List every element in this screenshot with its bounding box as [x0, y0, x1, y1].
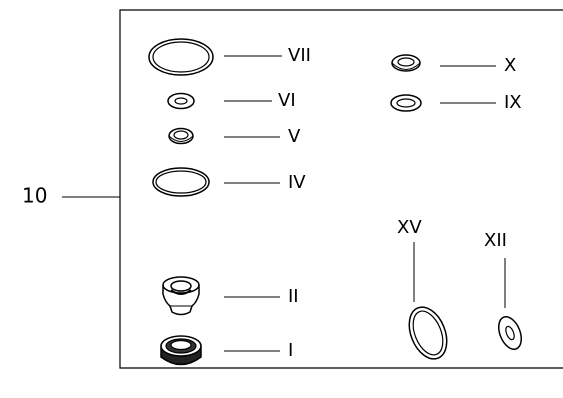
bushing-ii-icon	[162, 285, 200, 316]
oring-ix-icon	[390, 94, 422, 112]
washer-x-edge	[391, 62, 421, 70]
ring-vii-icon	[148, 38, 214, 76]
label-v: V	[288, 126, 301, 147]
label-ix: IX	[504, 92, 522, 113]
washer-v-inner	[173, 130, 189, 140]
part-v: V	[168, 126, 301, 147]
part-iv: IV	[152, 167, 306, 197]
washer-v-edge	[168, 135, 194, 142]
label-iv: IV	[288, 172, 306, 193]
label-xii: XII	[484, 230, 507, 251]
bushing-ii-bore	[170, 280, 192, 292]
frame-box	[119, 9, 563, 369]
oring-ix-inner	[396, 98, 416, 108]
ring-xv-inner	[412, 310, 444, 356]
part-i: I	[160, 335, 293, 366]
oring-vi-icon	[167, 92, 195, 110]
ring-xv-icon	[408, 306, 448, 360]
label-vi: VI	[278, 90, 296, 111]
part-vii: VII	[148, 38, 311, 76]
part-xii: XII	[484, 230, 522, 350]
part-ix: IX	[390, 92, 522, 113]
part-x: X	[391, 54, 516, 76]
label-i: I	[288, 340, 293, 361]
label-vii: VII	[288, 45, 311, 66]
washer-x-inner	[397, 57, 415, 67]
part-vi: VI	[167, 90, 296, 111]
ring-iv-icon	[152, 167, 210, 197]
washer-xii-icon	[498, 316, 522, 350]
seal-i-bore	[170, 339, 192, 351]
part-xv: XV	[397, 217, 448, 360]
label-ii: II	[288, 286, 299, 307]
bushing-ii-bore-shadow	[170, 289, 192, 295]
label-x: X	[504, 55, 516, 76]
ring-vii-inner	[152, 41, 210, 73]
washer-xii-inner	[505, 325, 515, 341]
assembly-label: 10	[22, 184, 47, 208]
ring-iv-inner	[155, 170, 207, 194]
oring-vi-inner	[174, 97, 188, 105]
part-ii: II	[162, 276, 299, 316]
label-xv: XV	[397, 217, 422, 238]
